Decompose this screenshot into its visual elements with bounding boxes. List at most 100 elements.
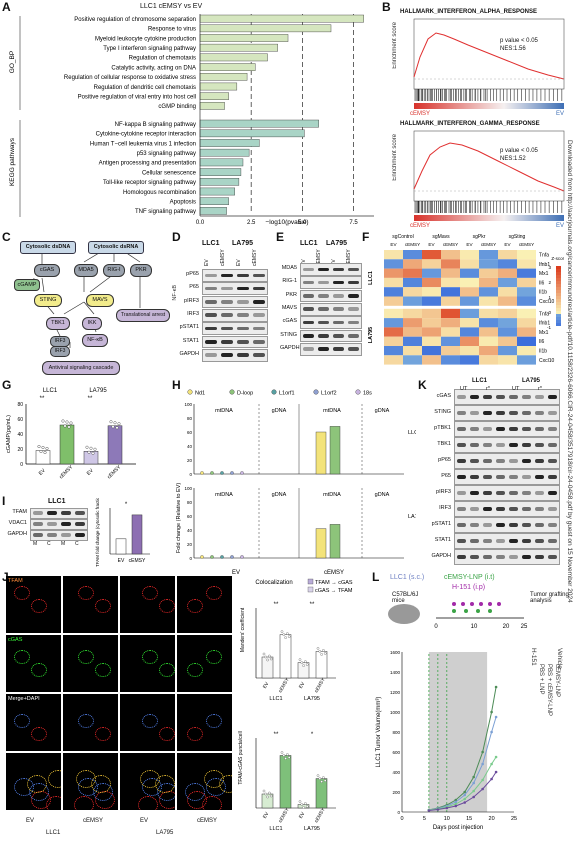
bar-label-a: Type I interferon signaling pathway — [103, 46, 196, 52]
blot-band — [535, 474, 544, 479]
dot-j — [304, 660, 307, 663]
blot-band — [303, 347, 314, 351]
micro-tile — [177, 753, 232, 810]
bar-label-a: Cytokine-cytokine receptor interaction — [96, 132, 196, 138]
blot-row-label: pP65 — [438, 457, 451, 463]
ylabel-j: Manders' coefficient — [240, 607, 246, 652]
node-tbk1: TBK1 — [46, 317, 70, 330]
micro-cell — [187, 727, 203, 741]
node-nfkb: NF-κB — [82, 334, 108, 347]
blot-row-label: RIG-1 — [282, 278, 297, 285]
dot-j — [318, 650, 322, 653]
sig-j: ** — [274, 732, 279, 738]
heatmap-gene: Mx1 — [539, 271, 549, 277]
heatmap-cell — [422, 268, 441, 278]
blot-band — [483, 458, 492, 463]
bar-label-a: Apoptosis — [170, 200, 196, 206]
heatmap-cell — [403, 250, 422, 260]
blot-band — [522, 442, 531, 447]
legend-swatch — [556, 305, 561, 308]
node-cgamp: cGAMP — [14, 279, 40, 291]
micro-cell — [138, 796, 158, 810]
blot-row-label: TFAM — [12, 509, 27, 515]
blot-band — [348, 307, 359, 312]
dot-g — [65, 420, 69, 424]
heatmap-gene: Il1b — [539, 349, 547, 355]
lane-label: EV — [236, 259, 242, 266]
legend-tick: -1 — [547, 325, 551, 330]
blot-band — [457, 538, 466, 543]
heatmap-cell — [498, 268, 517, 278]
heatmap-cond: cEMSY — [519, 242, 534, 247]
blot-row-label: GAPDH — [179, 350, 199, 357]
series-point — [490, 777, 493, 781]
heatmap-cell — [460, 277, 479, 288]
heatmap-cell — [517, 296, 536, 306]
gsea-plot-1 — [413, 18, 565, 109]
legend-swatch-j — [307, 578, 314, 585]
legend-title: Z-score — [551, 256, 564, 261]
blot-band — [535, 394, 544, 399]
series-point — [472, 789, 475, 793]
dot-j — [323, 779, 327, 782]
tick-h: 0 — [189, 556, 192, 561]
blot-band — [535, 554, 544, 559]
blot-band — [470, 410, 479, 415]
series-point — [463, 801, 467, 804]
lane-label: EV — [204, 259, 210, 266]
bar-i — [115, 538, 127, 555]
point-h — [220, 471, 224, 475]
blot-row-label: cGAS — [436, 393, 451, 399]
tick-g: 40 — [17, 432, 23, 438]
micro-tile — [63, 694, 118, 751]
legend-swatch — [556, 299, 561, 302]
heatmap-cell — [403, 355, 422, 365]
heatmap-cell — [517, 277, 536, 288]
blot-band — [47, 533, 57, 538]
tick-l-x: 15 — [466, 816, 472, 822]
bar-label-a: Regulation of chemotaxis — [129, 56, 196, 62]
blot-band — [522, 522, 531, 527]
blot-band — [496, 474, 505, 479]
tick-l-y: 200 — [392, 790, 400, 795]
heatmap-line: LLC1 — [368, 271, 374, 285]
blot-band — [535, 522, 544, 527]
xlabel-h: cEMSY — [324, 570, 344, 576]
legend-h: L1orf1 — [279, 391, 295, 397]
dot-j — [262, 652, 266, 656]
blot-band — [333, 347, 344, 351]
micro-tile — [63, 753, 118, 810]
legend-tick: 1 — [548, 295, 551, 300]
bar-a — [199, 82, 238, 91]
dot-j — [320, 653, 323, 656]
tick-h: 20 — [187, 542, 193, 547]
line-j: LLC1 — [269, 696, 282, 702]
heatmap-cell — [517, 287, 536, 297]
panel-l-legend-vehicle: Vehicle — [556, 648, 563, 669]
blot-band — [221, 340, 233, 344]
bar-a — [199, 14, 364, 23]
blot-band — [457, 410, 466, 415]
bar-label-a: p53 signaling pathway — [137, 151, 196, 157]
panel-i-line: LLC1 — [48, 498, 66, 505]
blot-band — [457, 506, 466, 511]
heatmap-cell — [422, 277, 441, 288]
dot-j — [322, 649, 325, 652]
series-point — [481, 787, 484, 791]
dot-g — [61, 419, 65, 423]
xlabel-j: cEMSY — [278, 676, 292, 694]
panel-l-llc: LLC1 (s.c.) — [390, 574, 425, 581]
tick-a: 5.0 — [298, 220, 307, 226]
bar-a — [199, 139, 260, 147]
blot-band — [509, 442, 518, 447]
xlabel-i: EV — [118, 558, 125, 564]
dot-j — [287, 635, 291, 638]
heatmap-cell — [441, 336, 460, 346]
micro-cell — [95, 599, 111, 613]
point-h — [200, 471, 204, 475]
bar-j — [261, 656, 274, 679]
heatmap-cond: cEMSY — [481, 242, 496, 247]
